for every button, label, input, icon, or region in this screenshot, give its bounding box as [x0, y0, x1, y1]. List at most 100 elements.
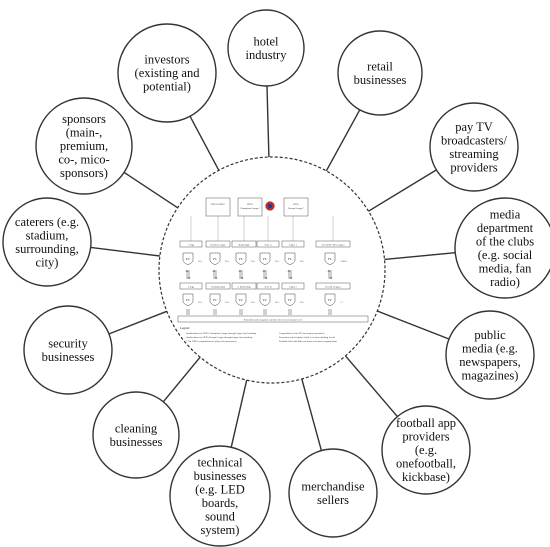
stakeholder-node: sponsors(main-,premium,co-, mico-sponsor… [35, 97, 133, 195]
club-shield-icon [284, 293, 296, 306]
stakeholder-label-line: system) [201, 523, 240, 537]
stakeholder-label-line: media, fan [479, 261, 533, 275]
stakeholder-label-line: sound [205, 509, 236, 523]
stakeholder-label-line: pay TV [455, 120, 493, 134]
stakeholder-label-line: industry [246, 48, 288, 62]
competition-label: Europa League* [288, 207, 305, 210]
connector-line [325, 109, 361, 172]
league-label: Bundesliga [239, 243, 251, 246]
relegation-arrow-icon [264, 270, 268, 280]
connector-line [90, 246, 160, 257]
club-count: 20 × [300, 260, 305, 263]
competition-label: UEFA [247, 203, 253, 206]
league-box [205, 282, 231, 290]
club-count: 20 × [225, 260, 230, 263]
stakeholder-circle [23, 305, 113, 395]
club-shield-icon [259, 252, 271, 265]
league-box [179, 282, 203, 290]
league-box [315, 282, 351, 290]
club-count: 24 × [225, 301, 230, 304]
connector-line [189, 115, 220, 171]
stakeholder-label-line: magazines) [462, 368, 519, 382]
club-count: 18 × [251, 260, 256, 263]
stakeholder-label-line: businesses [354, 73, 407, 87]
stakeholder-label-line: technical [197, 455, 243, 469]
stakeholder-label-line: boards, [202, 496, 238, 510]
stakeholder-circle [337, 30, 423, 116]
stakeholder-label-line: sponsors) [60, 166, 108, 180]
legend-item: * The UEFA competitions are played as to… [186, 340, 237, 343]
club-count: 20 × [275, 260, 280, 263]
club-label: FC [186, 257, 190, 261]
relegation-arrow-icon [240, 270, 244, 280]
stakeholder-node: caterers (e.g.stadium,surrounding,city) [2, 197, 92, 287]
club-label: FC [239, 298, 243, 302]
club-shield-icon [259, 293, 271, 306]
club-shield-icon [182, 252, 194, 265]
club-label: FC [263, 298, 267, 302]
competition-box [237, 197, 263, 217]
connector-line [162, 356, 201, 403]
connector-line [384, 252, 456, 261]
club-count: 20 × [275, 301, 280, 304]
promotion-bar [177, 315, 369, 323]
league-box [231, 282, 257, 290]
league-label: 21x further EU Leagues [321, 243, 344, 246]
league-label: 2. Bundesliga [237, 285, 251, 288]
club-shield-icon [324, 293, 336, 306]
connector-line [108, 310, 168, 335]
stakeholder-circle [227, 9, 305, 87]
connector-line [377, 310, 450, 340]
stakeholder-label-line: caterers (e.g. [15, 215, 79, 229]
legend-item: Football club (with different forms of b… [279, 340, 337, 343]
stakeholder-label: caterers (e.g.stadium,surrounding,city) [15, 215, 79, 269]
club-count: ≈ ? [340, 301, 343, 304]
league-label: Championship [211, 285, 226, 288]
promotion-arrow-icon [185, 269, 189, 279]
stakeholder-circle [429, 102, 519, 192]
stakeholder-label-line: media [490, 207, 521, 221]
league-label: Second Leagues [325, 285, 341, 288]
league-label: 2.Liga [188, 285, 195, 288]
stakeholder-label-line: (e.g. [415, 443, 437, 457]
connector-line [123, 171, 179, 209]
connector-line [301, 378, 323, 451]
relegation-arrow-icon [214, 270, 218, 280]
connector-line [344, 355, 398, 418]
promotion-arrow-icon [262, 269, 266, 279]
promotion-arrow-icon [287, 269, 291, 279]
legend-item: Qualification for UEFA Europa League thr… [186, 336, 253, 339]
stakeholder-circle [2, 197, 92, 287]
league-label: 1.Liga [188, 243, 195, 246]
club-label: FC [213, 257, 217, 261]
connector-line [230, 379, 248, 448]
stakeholder-label-line: radio) [490, 275, 520, 289]
club-label: FC [263, 257, 267, 261]
club-label: FC [186, 298, 190, 302]
stakeholder-label-line: retail [367, 59, 393, 73]
legend-item: Qualification for UEFA Champions League … [186, 332, 257, 335]
promotion-text: Promotion and relegation extends to the … [244, 318, 303, 321]
stakeholder-label-line: of the clubs [476, 234, 534, 248]
relegation-arrow-icon [187, 270, 191, 280]
stakeholder-label-line: co-, mico- [58, 153, 109, 167]
club-shield-icon [284, 252, 296, 265]
stakeholder-label-line: security [48, 336, 88, 350]
stakeholder-label-line: public [474, 328, 506, 342]
stakeholder-circle [92, 391, 180, 479]
